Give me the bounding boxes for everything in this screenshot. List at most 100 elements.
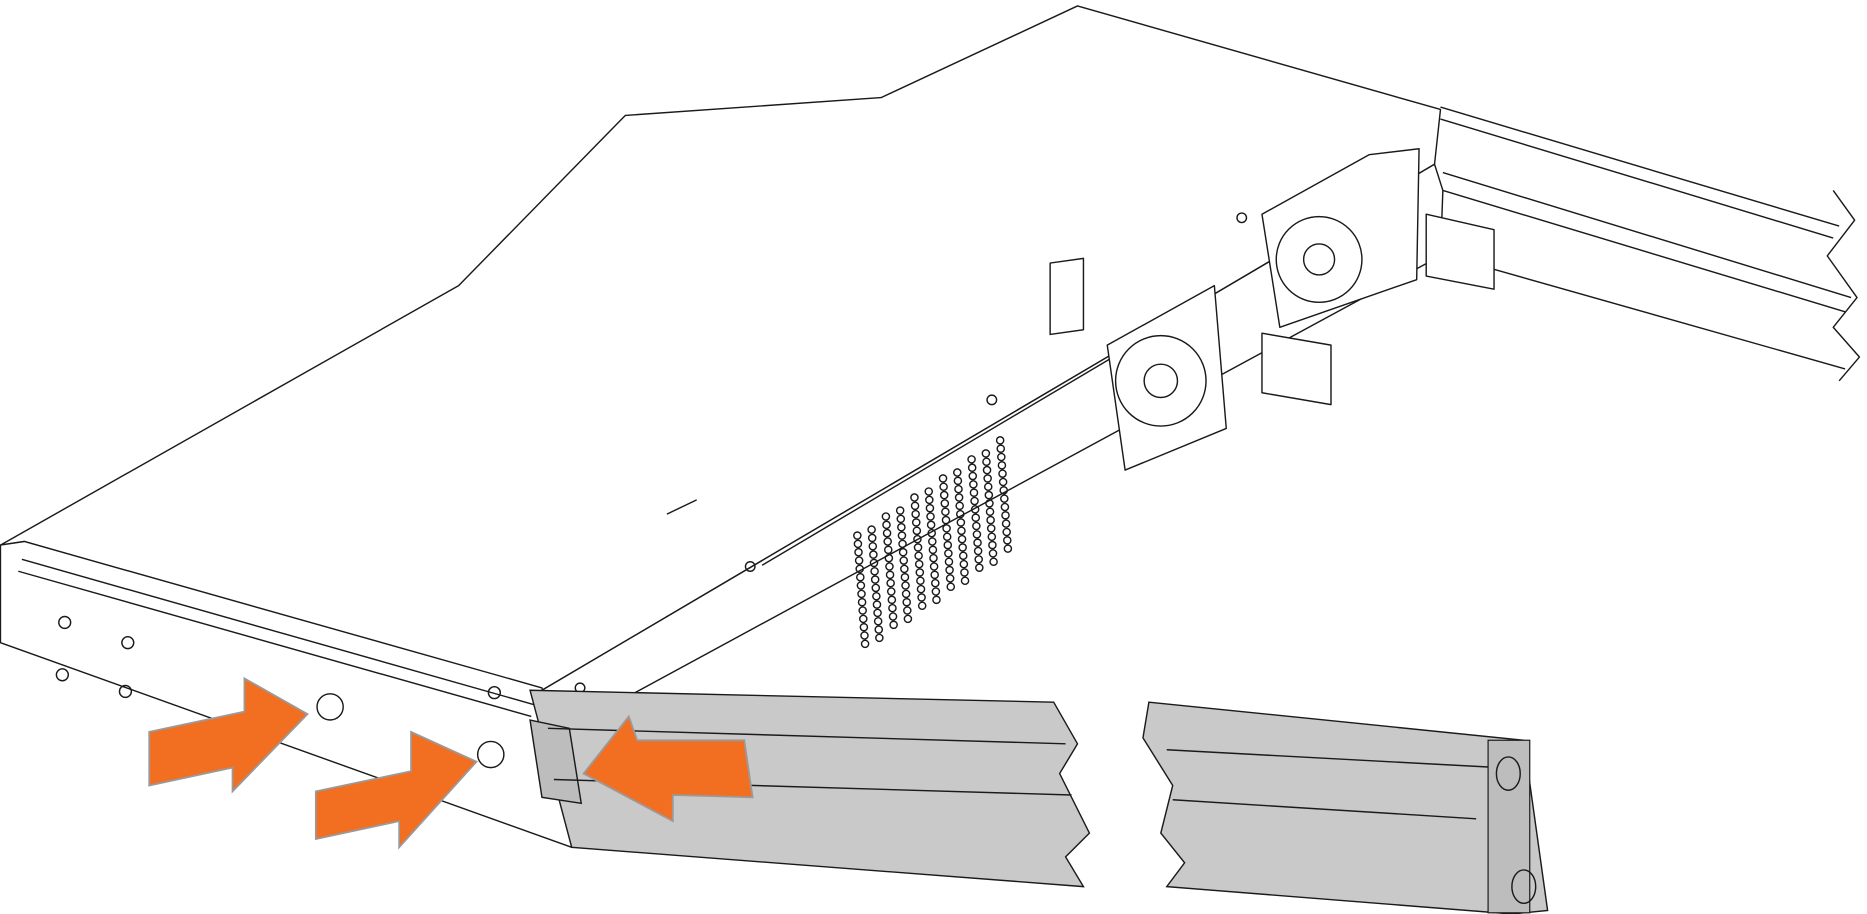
vent-hole [881, 512, 891, 521]
vent-hole [853, 539, 863, 549]
vent-hole [955, 501, 964, 511]
vent-hole [886, 587, 896, 596]
vent-hole [970, 505, 980, 514]
vent-hole [868, 541, 878, 551]
vent-grid [853, 436, 1013, 649]
vent-hole [941, 515, 951, 525]
vent-hole [953, 468, 962, 477]
vent-hole [954, 484, 963, 494]
vent-hole [953, 476, 963, 486]
vent-hole [989, 557, 998, 567]
vent-hole [985, 507, 995, 517]
vent-hole [944, 557, 954, 567]
vent-hole [974, 555, 984, 564]
vent-hole [854, 547, 863, 557]
vent-hole [860, 631, 869, 640]
vent-hole [870, 566, 879, 576]
vent-hole [932, 595, 941, 605]
vent-hole [957, 526, 966, 536]
vent-hole [916, 576, 925, 586]
vent-hole [982, 457, 991, 467]
vent-hole [928, 537, 937, 546]
vent-hole [1003, 536, 1012, 545]
vent-hole [925, 495, 934, 505]
rail-ear [1487, 739, 1531, 914]
vent-hole [987, 532, 997, 542]
vent-hole [871, 583, 881, 593]
vent-hole [856, 572, 865, 582]
vent-hole [900, 564, 909, 574]
vent-hole [957, 534, 967, 544]
vent-hole [929, 562, 939, 571]
power-switch [1049, 257, 1085, 336]
vent-hole [973, 546, 983, 556]
vent-hole [973, 538, 982, 547]
vent-hole [984, 490, 994, 500]
vent-hole [931, 587, 941, 596]
vent-hole [975, 563, 984, 572]
vent-hole [903, 606, 912, 615]
vent-hole [928, 545, 938, 555]
vent-hole [885, 562, 894, 571]
vent-hole [912, 526, 922, 536]
vent-hole [873, 608, 882, 618]
vent-hole [999, 486, 1009, 495]
fan-icon [1275, 215, 1363, 304]
vent-hole [943, 540, 953, 550]
vent-hole [884, 553, 894, 563]
vent-hole [997, 452, 1006, 462]
vent-hole [896, 514, 906, 524]
vent-hole [955, 509, 965, 519]
vent-hole [882, 528, 892, 538]
vent-hole [969, 480, 978, 489]
vent-hole [970, 496, 979, 506]
vent-hole [998, 469, 1007, 478]
vent-hole [986, 515, 995, 525]
vent-hole [869, 558, 879, 568]
vent-hole [924, 487, 934, 496]
vent-hole [901, 589, 911, 599]
vent-hole [855, 564, 864, 574]
vent-hole [941, 507, 950, 517]
vent-hole [931, 578, 940, 588]
vent-hole [898, 547, 908, 557]
vent-hole [971, 513, 981, 522]
vent-hole [885, 570, 895, 580]
vent-hole [926, 512, 935, 521]
vent-hole [874, 625, 884, 634]
vent-hole [898, 539, 907, 549]
vent-hole [913, 534, 922, 544]
vent-hole [954, 493, 964, 502]
vent-hole [911, 518, 921, 527]
vent-hole [1000, 502, 1010, 512]
vent-hole [969, 488, 979, 497]
vent-hole [900, 572, 910, 582]
vent-hole [915, 568, 925, 577]
vent-hole [859, 622, 869, 632]
rail-latch [529, 719, 583, 805]
vent-hole [972, 521, 981, 531]
vent-hole [959, 559, 969, 569]
vent-hole [930, 570, 939, 580]
vent-hole [857, 597, 867, 607]
vent-hole [927, 528, 936, 538]
vent-hole [982, 465, 992, 475]
vent-hole [958, 543, 967, 552]
vent-hole [875, 633, 884, 643]
vent-hole [940, 499, 950, 508]
vent-hole [853, 531, 862, 540]
vent-hole [997, 461, 1007, 470]
vent-hole [967, 455, 976, 464]
vent-hole [899, 556, 909, 565]
vent-hole [895, 506, 905, 515]
vent-hole [872, 591, 881, 601]
vent-hole [857, 589, 866, 599]
vent-hole [988, 549, 998, 558]
mounting-stud [316, 693, 344, 721]
vent-hole [983, 474, 992, 483]
vent-hole [860, 639, 870, 649]
vent-hole [998, 477, 1008, 487]
vent-hole [917, 593, 926, 602]
vent-hole [1003, 544, 1013, 553]
